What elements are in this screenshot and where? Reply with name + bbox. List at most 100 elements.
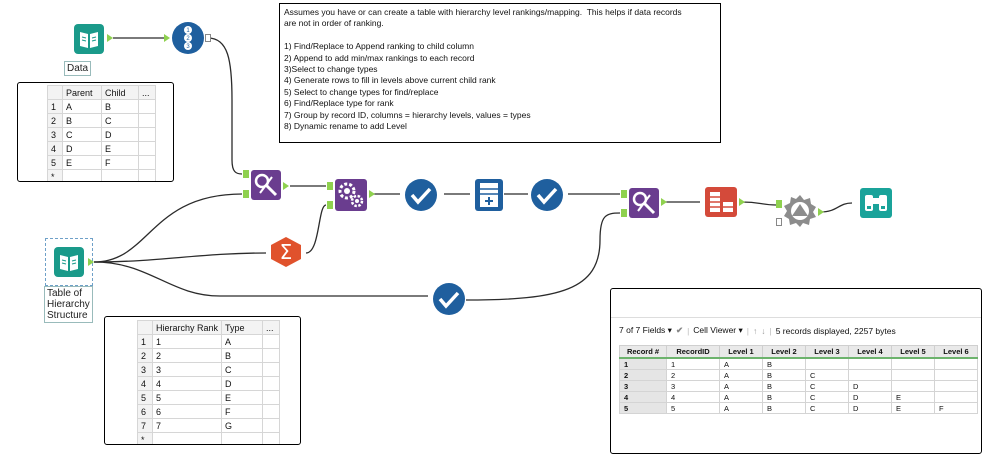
table-cell (262, 362, 281, 377)
select-tool-1[interactable] (404, 178, 438, 212)
result-cell (934, 391, 978, 403)
check-icon[interactable]: ✔ (675, 325, 684, 335)
result-cell: E (891, 402, 935, 414)
table-cell: F (221, 404, 264, 419)
select-tool-2[interactable] (530, 178, 564, 212)
output-anchor[interactable] (283, 182, 289, 190)
result-cell (848, 357, 892, 370)
input-anchor-f[interactable] (243, 170, 249, 178)
column-header[interactable]: Record # (619, 345, 667, 359)
connector-select3-to-findreplace2 (465, 212, 621, 301)
column-header[interactable]: Child (101, 85, 139, 100)
column-header[interactable]: Level 2 (762, 345, 806, 359)
find-replace-tool-2[interactable] (628, 187, 660, 219)
output-anchor[interactable] (661, 198, 667, 206)
input-anchor-t[interactable] (327, 182, 333, 190)
table-cell (262, 334, 281, 349)
table-cell: 6 (151, 404, 223, 419)
column-header[interactable]: Level 5 (891, 345, 935, 359)
input-anchor-f[interactable] (621, 190, 627, 198)
dynamic-rename-tool[interactable] (783, 194, 817, 228)
column-header[interactable] (137, 320, 153, 335)
input-anchor-l[interactable] (776, 200, 782, 208)
column-header[interactable] (47, 85, 63, 100)
result-cell (934, 369, 978, 381)
browse-tool[interactable] (859, 187, 893, 219)
table-cell: C (221, 362, 264, 377)
input-anchor-r[interactable] (776, 218, 782, 226)
record-id-icon: 1 2 3 (172, 22, 204, 54)
find-replace-icon (629, 188, 659, 218)
data-input-tool[interactable] (72, 22, 106, 56)
column-header[interactable]: Type (221, 320, 264, 335)
output-anchor[interactable] (107, 34, 113, 42)
find-replace-tool-1[interactable] (250, 169, 282, 201)
column-header[interactable]: Hierarchy Rank (151, 320, 223, 335)
input-anchor-s[interactable] (327, 201, 333, 209)
column-header[interactable]: ... (138, 85, 156, 100)
output-anchor[interactable] (369, 190, 375, 198)
column-header[interactable]: Level 3 (805, 345, 849, 359)
output-anchor[interactable] (205, 34, 211, 42)
row-number: * (137, 432, 153, 444)
connector-crosstab-to-rename (741, 201, 777, 206)
generate-rows-tool[interactable] (474, 178, 504, 212)
append-fields-tool[interactable] (334, 178, 368, 212)
input-anchor-r[interactable] (621, 209, 627, 217)
output-anchor[interactable] (739, 198, 745, 206)
output-anchor[interactable] (88, 258, 94, 266)
table-row[interactable]: * (47, 169, 156, 181)
arrow-up-icon[interactable]: ↑ (753, 325, 758, 336)
book-icon (54, 247, 84, 277)
row-number: 5 (619, 402, 667, 414)
arrow-down-icon[interactable]: ↓ (761, 325, 766, 336)
column-header[interactable]: Parent (62, 85, 102, 100)
column-header[interactable]: ... (262, 320, 281, 335)
data-tool-label: Data (64, 61, 92, 76)
svg-text:2: 2 (186, 36, 190, 42)
hierarchy-tool-label: Table of Hierarchy Structure (44, 286, 93, 323)
output-anchor[interactable] (818, 208, 824, 216)
input-anchor[interactable] (164, 34, 170, 42)
result-cell: 4 (666, 391, 720, 403)
hierarchy-input-tool[interactable] (52, 245, 86, 279)
summarize-tool[interactable]: Σ (270, 236, 302, 268)
column-header[interactable]: RecordID (666, 345, 720, 359)
column-header[interactable]: Level 6 (934, 345, 978, 359)
row-number: 3 (137, 362, 153, 377)
fields-dropdown[interactable]: 7 of 7 Fields ▾ (619, 325, 672, 335)
select-tool-3[interactable] (432, 282, 466, 316)
record-id-tool[interactable]: 1 2 3 (171, 21, 205, 55)
row-number: 2 (619, 369, 667, 381)
cell-viewer-dropdown[interactable]: Cell Viewer ▾ (693, 325, 743, 335)
table-row[interactable]: * (137, 432, 281, 444)
input-anchor-r[interactable] (243, 190, 249, 198)
result-cell (934, 380, 978, 392)
column-header[interactable]: Level 4 (848, 345, 892, 359)
column-header[interactable]: Level 1 (719, 345, 763, 359)
result-cell: B (762, 357, 806, 370)
workflow-comment[interactable]: Assumes you have or can create a table w… (279, 3, 721, 143)
cross-tab-tool[interactable] (704, 186, 738, 218)
